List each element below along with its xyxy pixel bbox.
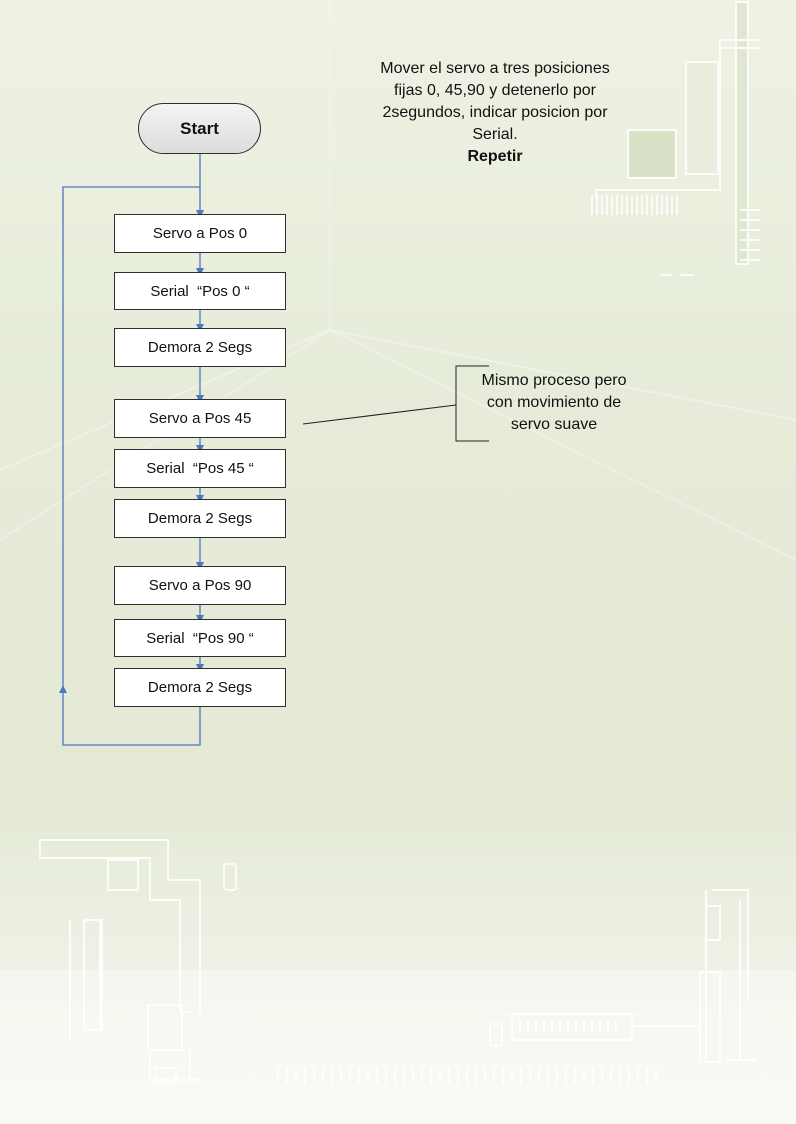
- callout-leader-line: [302, 404, 457, 425]
- pin-header-top: [591, 195, 694, 276]
- step-servo-pos-90: Servo a Pos 90: [114, 566, 286, 605]
- pin-header-bottom: [277, 1020, 657, 1084]
- description-text: Mover el servo a tres posiciones fijas 0…: [340, 58, 650, 168]
- circuit-bottom: [39, 839, 756, 1083]
- step-serial-pos-0: Serial “Pos 0 “: [114, 272, 286, 310]
- description-repeat: Repetir: [467, 148, 523, 165]
- step-serial-pos-45: Serial “Pos 45 “: [114, 449, 286, 488]
- step-servo-pos-0: Servo a Pos 0: [114, 214, 286, 253]
- step-delay-3: Demora 2 Segs: [114, 668, 286, 707]
- circuit-top-right: [595, 1, 760, 265]
- bottom-fade: [0, 970, 796, 1124]
- step-delay-1: Demora 2 Segs: [114, 328, 286, 367]
- description-line: 2segundos, indicar posicion por: [382, 104, 608, 121]
- callout-note: Mismo proceso pero con movimiento de ser…: [456, 370, 652, 436]
- callout-line: con movimiento de: [486, 394, 622, 411]
- description-line: Serial.: [472, 126, 518, 143]
- step-serial-pos-90: Serial “Pos 90 “: [114, 619, 286, 657]
- description-line: fijas 0, 45,90 y detenerlo por: [394, 82, 596, 99]
- step-delay-2: Demora 2 Segs: [114, 499, 286, 538]
- step-servo-pos-45: Servo a Pos 45: [114, 399, 286, 438]
- callout-line: servo suave: [510, 416, 598, 433]
- callout-line: Mismo proceso pero: [481, 372, 627, 389]
- loop-back-top-line: [62, 186, 200, 689]
- callout-bracket: [455, 365, 489, 442]
- description-line: Mover el servo a tres posiciones: [380, 60, 610, 77]
- start-terminal: Start: [138, 103, 261, 154]
- light-rays: [0, 0, 796, 561]
- loop-back-line: [59, 685, 201, 746]
